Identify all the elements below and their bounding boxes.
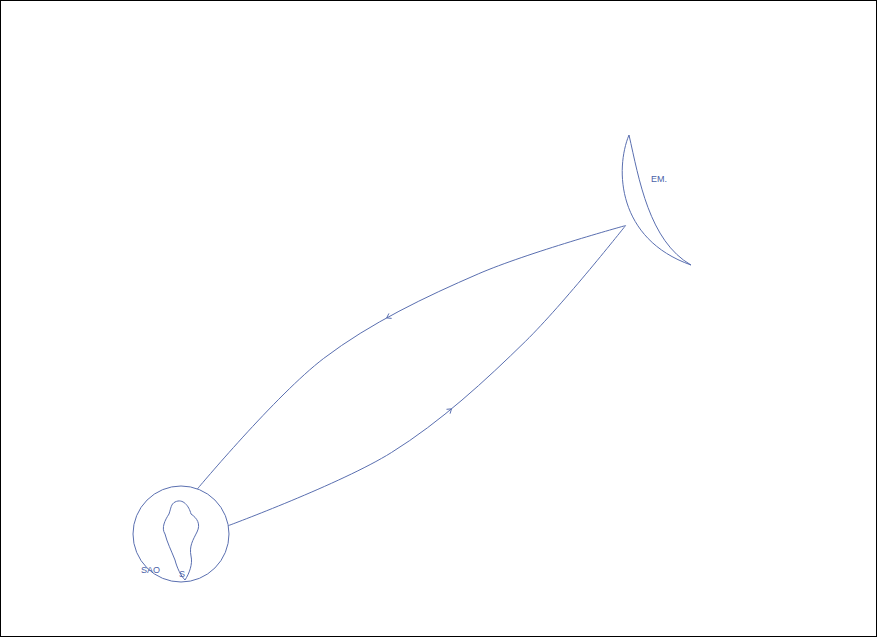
- node-label: EM.: [651, 175, 667, 185]
- direction-chevron: [447, 409, 452, 414]
- orbit-path: [228, 226, 625, 526]
- node-label: S: [179, 570, 185, 580]
- continent-outline: [163, 501, 198, 580]
- direction-chevron: [387, 313, 392, 318]
- orbit-path: [197, 226, 625, 489]
- node-label: SAO: [141, 566, 160, 576]
- earth-circle: SAO S: [131, 484, 231, 584]
- moon-crescent: EM.: [609, 129, 701, 271]
- moon-outline: [609, 129, 701, 271]
